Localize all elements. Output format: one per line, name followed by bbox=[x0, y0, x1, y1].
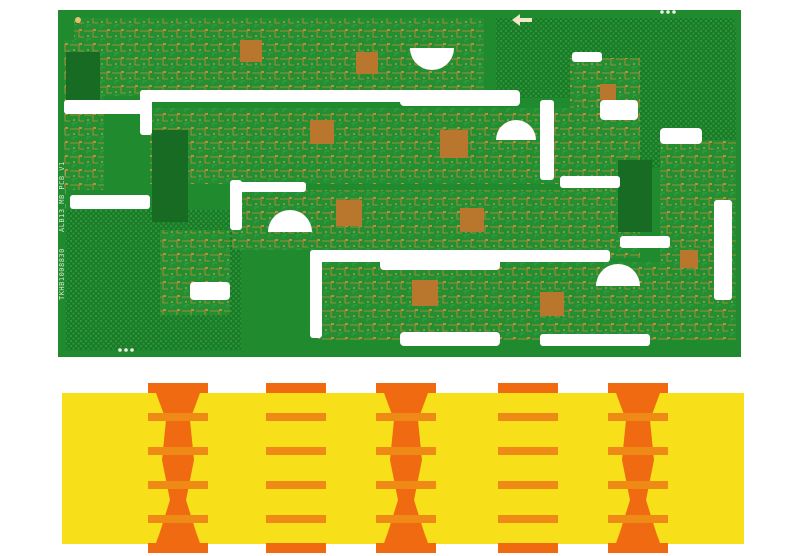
pad-column-4 bbox=[498, 383, 558, 553]
pad-column-5 bbox=[608, 383, 668, 553]
circuit-block-upper-mid bbox=[150, 108, 570, 184]
pcb-silkscreen-text: TKHB1008830 bbox=[58, 248, 66, 300]
flex-joint-top-left bbox=[66, 52, 100, 102]
flex-strip bbox=[62, 383, 744, 553]
pcb-board: TKHB1008830 ALB13_MB_PCB_V1 bbox=[58, 10, 741, 357]
pad-column-1 bbox=[148, 383, 208, 553]
flex-joint-left bbox=[152, 130, 188, 222]
semicircle-cutout-2 bbox=[410, 48, 454, 70]
circuit-block-left-lower bbox=[160, 230, 230, 315]
pcb-silkscreen-text-2: ALB13_MB_PCB_V1 bbox=[58, 161, 66, 232]
pad-column-3 bbox=[376, 383, 436, 553]
ic-chips bbox=[240, 40, 698, 316]
semicircle-cutout-4 bbox=[596, 264, 640, 286]
flex-joint-right bbox=[618, 160, 652, 232]
pad-column-2 bbox=[266, 383, 326, 553]
routing-cutouts bbox=[64, 52, 732, 346]
semicircle-cutout-3 bbox=[496, 120, 536, 140]
semicircle-cutout-1 bbox=[268, 210, 312, 232]
fiducial-marks bbox=[75, 10, 676, 352]
arrow-marker bbox=[512, 14, 532, 26]
